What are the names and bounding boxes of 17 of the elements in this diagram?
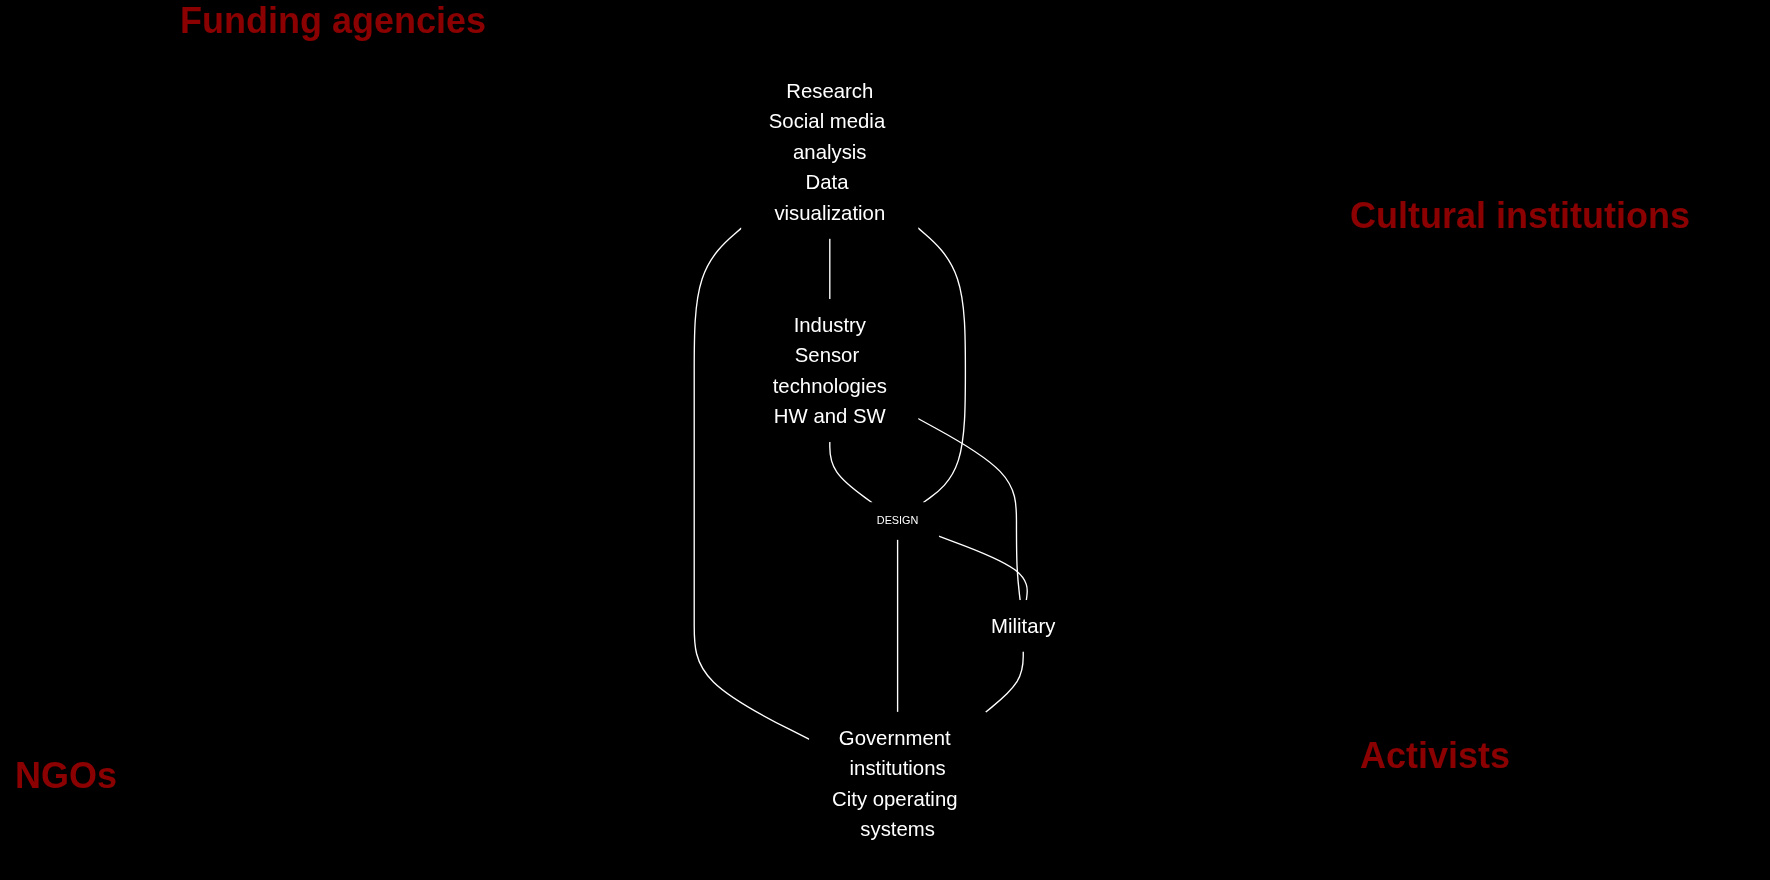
category-label: Activists xyxy=(1360,735,1511,777)
connector xyxy=(829,237,831,300)
node-text: Industry Sensor technologies HW and SW xyxy=(772,313,887,428)
node-text: Government institutions City operating systems xyxy=(832,726,958,841)
category-label: Cultural institutions xyxy=(1350,195,1690,237)
connector xyxy=(829,441,873,504)
node-text: Research Social media analysis Data visualization xyxy=(768,79,886,225)
connector xyxy=(938,535,1028,601)
category-label: NGOs xyxy=(15,755,118,797)
node-text: DESIGN xyxy=(876,514,919,527)
connector xyxy=(917,417,1021,601)
connector xyxy=(693,227,811,740)
connector xyxy=(917,227,967,504)
category-label: Funding agencies xyxy=(180,0,487,42)
connector xyxy=(896,538,899,713)
connector xyxy=(984,650,1024,713)
node-text: Military xyxy=(991,614,1056,637)
